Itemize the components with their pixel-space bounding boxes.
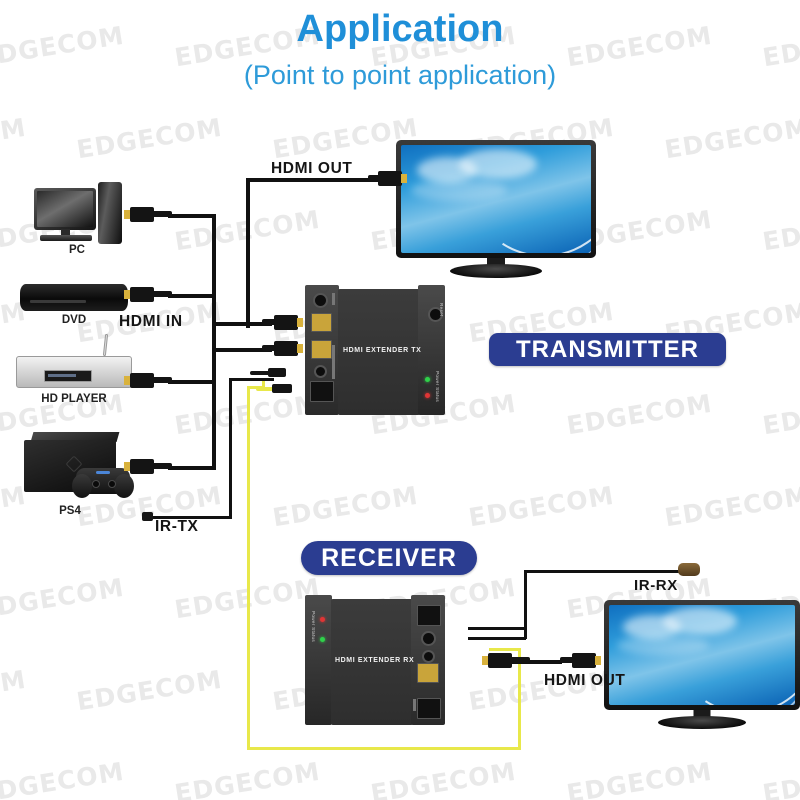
- label-hdmi-in: HDMI IN: [119, 313, 183, 330]
- tv-display-top: [396, 140, 596, 278]
- tx-led-red: [425, 393, 430, 398]
- tx-hdmi-port-2: [311, 340, 332, 359]
- hdmi-connector-tv-bottom: [560, 652, 604, 668]
- rx-rj45-port: [417, 605, 441, 626]
- ir-rx-receiver: [678, 563, 700, 576]
- wire-pc-down: [212, 214, 216, 326]
- transmitter-model-text: HDMI EXTENDER TX: [343, 347, 422, 354]
- wire-pc-horizontal: [168, 214, 216, 218]
- rx-status-label: Power Status: [311, 611, 316, 642]
- hdmi-connector-dvd: [124, 286, 172, 302]
- source-label-ps4: PS4: [59, 505, 81, 517]
- tv-display-bottom: [604, 600, 800, 729]
- cat5-bottom-run: [247, 747, 521, 750]
- wire-irrx-vertical: [524, 570, 527, 639]
- label-hdmi-out-bottom: HDMI OUT: [544, 672, 626, 689]
- tx-side-jack: [428, 307, 443, 322]
- label-hdmi-out-top: HDMI OUT: [271, 160, 353, 177]
- watermark-text: EDGECOM: [74, 664, 225, 717]
- tx-led-green: [425, 377, 430, 382]
- wire-rx-hdmi-out: [498, 660, 562, 664]
- rx-dc-port: [417, 698, 441, 719]
- watermark-text: EDGECOM: [564, 388, 715, 441]
- power-plug-tx: [250, 368, 290, 377]
- wire-irtx-horizontal: [152, 516, 232, 519]
- page-subtitle: (Point to point application): [243, 60, 557, 90]
- badge-receiver: RECEIVER: [301, 541, 477, 575]
- tx-hdmi-port-1: [311, 313, 332, 332]
- hdmi-connector-rx-out: [482, 652, 530, 668]
- watermark-text: EDGECOM: [74, 112, 225, 165]
- watermark-text: EDGECOM: [760, 756, 800, 800]
- watermark-text: EDGECOM: [760, 388, 800, 441]
- device-transmitter: HDMI EXTENDER TX Reset Power Status: [305, 285, 445, 415]
- wire-hdplayer-horizontal: [168, 380, 216, 384]
- tx-ir-jack: [314, 365, 327, 378]
- wire-dvd-horizontal: [168, 294, 216, 298]
- hdmi-connector-tx-in-2: [262, 340, 306, 356]
- wire-irtx-vertical: [229, 378, 232, 518]
- source-label-pc: PC: [69, 244, 85, 256]
- ir-tx-emitter: [142, 512, 153, 521]
- hdmi-connector-ps4: [124, 458, 172, 474]
- tx-reset-jack: [313, 293, 328, 308]
- cat5-from-tx: [262, 378, 265, 388]
- device-receiver: Power Status HDMI EXTENDER RX: [305, 595, 445, 725]
- watermark-text: EDGECOM: [466, 480, 617, 533]
- label-ir-rx: IR-RX: [634, 577, 678, 594]
- source-device-pc: [24, 182, 130, 248]
- rx-power-jack: [421, 631, 436, 646]
- hdmi-connector-tx-in-1: [262, 314, 306, 330]
- rx-led-red: [320, 617, 325, 622]
- source-device-ps4: [24, 432, 134, 500]
- wire-irtx-to-tx: [229, 378, 274, 381]
- receiver-model-text: HDMI EXTENDER RX: [335, 657, 415, 664]
- tx-reset-label: Reset: [439, 303, 444, 317]
- wire-hdplayer-up: [212, 326, 216, 384]
- rx-hdmi-port: [417, 663, 439, 683]
- page-title: Application: [296, 8, 504, 50]
- watermark-text: EDGECOM: [368, 756, 519, 800]
- watermark-text: EDGECOM: [0, 572, 127, 625]
- source-device-dvd: [20, 284, 128, 316]
- source-device-hd-player: [16, 333, 132, 396]
- cat5-to-rx: [489, 648, 521, 651]
- tv-screen: [401, 145, 591, 253]
- tx-status-label: Power Status: [435, 371, 440, 402]
- cat5-right-run: [518, 648, 521, 750]
- wire-ps4-horizontal: [168, 466, 216, 470]
- tv-screen: [609, 605, 795, 705]
- ir-plug-tx: [256, 384, 296, 393]
- hdmi-connector-hd-player: [124, 372, 172, 388]
- wire-ps4-up: [212, 380, 216, 470]
- wire-irrx-horizontal: [524, 570, 684, 573]
- hdmi-connector-pc: [124, 206, 172, 222]
- wire-rx-power: [468, 627, 526, 630]
- watermark-text: EDGECOM: [0, 112, 29, 165]
- rx-ir-jack: [422, 650, 435, 663]
- wire-hdmiout-vertical: [246, 178, 250, 328]
- source-label-hd-player: HD PLAYER: [41, 393, 107, 405]
- watermark-text: EDGECOM: [0, 756, 127, 800]
- rx-led-green: [320, 637, 325, 642]
- wire-hdmi-in-bus-2: [212, 348, 272, 352]
- cat5-left-run: [247, 386, 250, 750]
- tx-power-port: [310, 381, 334, 402]
- hdmi-connector-tv-top: [368, 170, 410, 186]
- watermark-text: EDGECOM: [662, 112, 800, 165]
- watermark-text: EDGECOM: [270, 480, 421, 533]
- wire-hdmiout-horizontal: [246, 178, 382, 182]
- watermark-text: EDGECOM: [172, 756, 323, 800]
- watermark-text: EDGECOM: [0, 664, 29, 717]
- badge-transmitter: TRANSMITTER: [489, 333, 726, 366]
- wire-hdmi-in-bus: [212, 322, 272, 326]
- label-ir-tx: IR-TX: [155, 518, 199, 535]
- watermark-text: EDGECOM: [564, 756, 715, 800]
- watermark-text: EDGECOM: [760, 204, 800, 257]
- wire-rx-ir: [468, 637, 526, 640]
- watermark-text: EDGECOM: [662, 480, 800, 533]
- source-label-dvd: DVD: [61, 314, 87, 326]
